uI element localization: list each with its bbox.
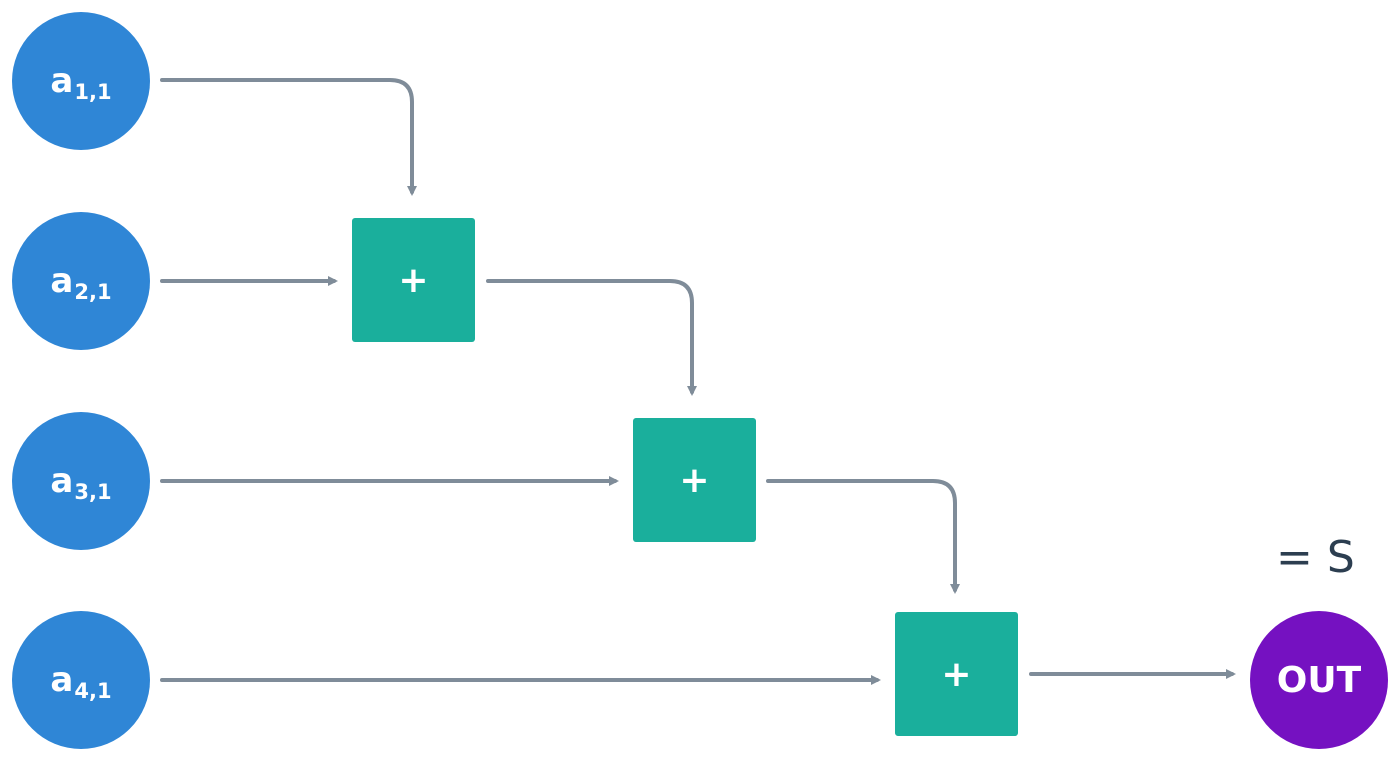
arrow-a11-to-adder-1 — [160, 78, 417, 196]
output-node: OUT — [1250, 611, 1388, 749]
arrow-adder-1-to-adder-2 — [486, 279, 697, 396]
input-node-base: a — [50, 61, 74, 101]
adder-1: + — [352, 218, 475, 342]
input-node-subscript: 2,1 — [74, 280, 112, 304]
input-node-subscript: 4,1 — [74, 679, 112, 703]
input-node-base: a — [50, 660, 74, 700]
arrow-adder-2-to-adder-3 — [766, 479, 960, 594]
result-label: = S — [1276, 532, 1355, 583]
plus-symbol: + — [679, 459, 710, 501]
plus-symbol: + — [398, 259, 429, 301]
adder-2: + — [633, 418, 756, 542]
input-node-subscript: 1,1 — [74, 80, 112, 104]
input-node-base: a — [50, 461, 74, 501]
output-label: OUT — [1276, 659, 1362, 701]
input-node-subscript: 3,1 — [74, 480, 112, 504]
adder-3: + — [895, 612, 1018, 736]
input-node-base: a — [50, 261, 74, 301]
plus-symbol: + — [941, 653, 972, 695]
